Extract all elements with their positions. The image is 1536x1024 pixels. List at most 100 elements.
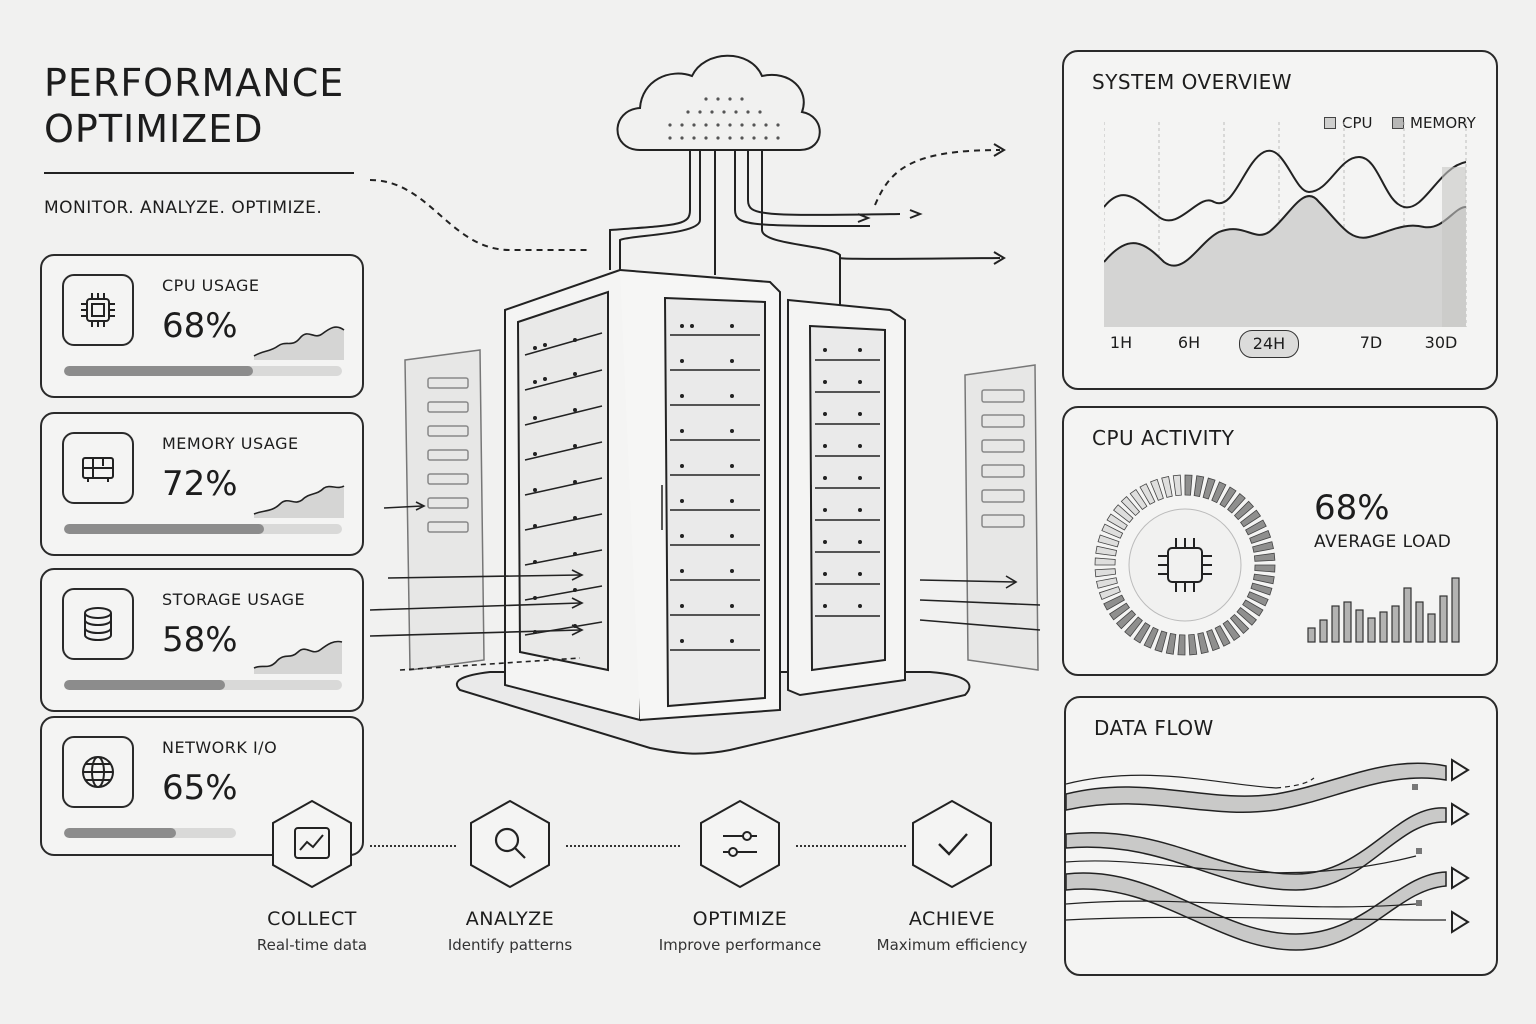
title-divider [44, 172, 354, 174]
progress-track [64, 366, 342, 376]
time-range-24h[interactable]: 24H [1239, 330, 1299, 358]
title-line-1: PERFORMANCE [44, 61, 345, 105]
step-connector [566, 845, 680, 847]
title-line-2: OPTIMIZED [44, 107, 264, 151]
ring-segment [1229, 613, 1250, 635]
progress-fill [64, 524, 265, 534]
hexagon-badge [272, 799, 352, 889]
server-rack-illustration [370, 54, 1041, 755]
hexagon-badge [912, 799, 992, 889]
memory-sparkline [253, 485, 345, 518]
step-label: ANALYZE [465, 908, 555, 930]
step-achieve[interactable]: ACHIEVE Maximum efficiency [852, 798, 1052, 954]
ring-segment [1133, 622, 1151, 644]
ring-segment [1096, 577, 1118, 589]
metric-card-memory[interactable]: MEMORY USAGE 72% [40, 412, 364, 556]
page-title: PERFORMANCE OPTIMIZED [44, 60, 374, 152]
cpu-icon [62, 274, 134, 346]
metric-label: CPU USAGE [162, 276, 260, 295]
ring-segment [1172, 474, 1182, 497]
metric-value: 72% [162, 464, 238, 504]
ring-segment [1246, 591, 1269, 607]
tagline: MONITOR. ANALYZE. OPTIMIZE. [44, 198, 323, 218]
cpu-activity-value: 68% [1314, 488, 1390, 528]
ring-segment [1120, 495, 1141, 517]
ring-segment [1249, 530, 1272, 544]
ring-segment [1097, 534, 1120, 548]
legend-memory: MEMORY [1392, 114, 1476, 132]
sliders-icon [723, 831, 757, 857]
ring-segment [1253, 552, 1276, 562]
step-optimize[interactable]: OPTIMIZE Improve performance [640, 798, 840, 954]
progress-fill [64, 828, 176, 838]
ring-segment [1103, 594, 1125, 611]
ring-segment [1113, 504, 1134, 523]
step-subtitle: Improve performance [658, 936, 822, 954]
progress-track [64, 524, 342, 534]
ring-segment [1098, 586, 1121, 600]
step-connector [370, 845, 456, 847]
ring-segment [1150, 478, 1164, 501]
ring-segment [1254, 564, 1276, 573]
progress-track [64, 828, 236, 838]
metric-card-cpu[interactable]: CPU USAGE 68% [40, 254, 364, 398]
ring-segment [1161, 476, 1173, 498]
metric-value: 65% [162, 768, 238, 808]
metric-label: NETWORK I/O [162, 738, 278, 757]
ring-segment [1165, 633, 1177, 655]
ring-segment [1143, 626, 1159, 649]
time-range-7d[interactable]: 7D [1359, 333, 1383, 352]
cpu-load-ring [1094, 474, 1276, 656]
ring-segment [1184, 474, 1193, 496]
ring-segment [1252, 541, 1274, 553]
step-subtitle: Maximum efficiency [876, 936, 1028, 954]
step-analyze[interactable]: ANALYZE Identify patterns [410, 798, 610, 954]
ring-segment [1094, 557, 1116, 566]
cpu-load-bars [1307, 577, 1460, 643]
step-label: COLLECT [267, 908, 357, 930]
step-collect[interactable]: COLLECT Real-time data [212, 798, 412, 954]
data-flow-streams [1066, 758, 1470, 951]
ring-segment [1250, 582, 1273, 596]
ring-segment [1177, 634, 1186, 656]
ring-segment [1242, 599, 1264, 617]
step-label: OPTIMIZE [692, 908, 788, 930]
hexagon-badge [700, 799, 780, 889]
ring-segment [1101, 523, 1124, 539]
cloud-icon [616, 54, 821, 151]
ring-segment [1106, 513, 1128, 531]
ring-segment [1233, 500, 1255, 521]
ring-segment [1236, 607, 1257, 626]
panel-title: CPU ACTIVITY [1092, 426, 1235, 450]
ring-segment [1214, 625, 1231, 647]
metric-card-storage[interactable]: STORAGE USAGE 58% [40, 568, 364, 712]
ring-segment [1211, 481, 1227, 504]
hexagon-badge [470, 799, 550, 889]
ring-segment [1095, 545, 1117, 557]
ring-segment [1115, 609, 1137, 630]
ring-segment [1253, 573, 1275, 585]
metric-value: 68% [162, 306, 238, 346]
legend-label-memory: MEMORY [1410, 114, 1476, 132]
ring-segment [1124, 616, 1143, 637]
storage-sparkline [253, 640, 343, 674]
ring-segment [1222, 619, 1241, 642]
progress-fill [64, 680, 226, 690]
ring-segment [1245, 519, 1267, 536]
step-label: ACHIEVE [908, 908, 996, 930]
legend-cpu: CPU [1324, 114, 1373, 132]
time-range-1h[interactable]: 1H [1109, 333, 1133, 352]
time-range-30d[interactable]: 30D [1424, 333, 1458, 352]
cpu-icon [1158, 538, 1212, 592]
chart-icon [294, 827, 330, 859]
legend-label-cpu: CPU [1342, 114, 1373, 132]
time-range-6h[interactable]: 6H [1177, 333, 1201, 352]
ring-segment [1197, 632, 1209, 654]
ring-segment [1129, 488, 1148, 511]
ring-segment [1202, 477, 1216, 500]
panel-title: SYSTEM OVERVIEW [1092, 70, 1293, 94]
overview-area-chart [1104, 122, 1467, 327]
memory-icon [62, 432, 134, 504]
globe-icon [62, 736, 134, 808]
metric-value: 58% [162, 620, 238, 660]
